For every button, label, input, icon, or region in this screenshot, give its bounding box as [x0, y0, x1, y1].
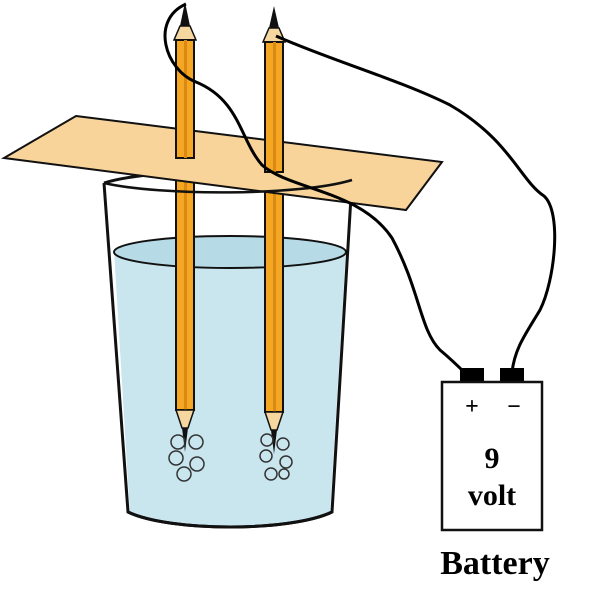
left-bubbles-gas-bubble-icon [168, 434, 205, 482]
bubble [176, 466, 192, 482]
battery-negative-terminal [500, 368, 524, 382]
battery-voltage-unit: volt [468, 479, 516, 512]
battery-voltage-number: 9 [485, 442, 500, 475]
bubble [276, 437, 290, 451]
water-surface [113, 235, 347, 269]
glass-rim-front [103, 178, 353, 194]
battery-body [440, 380, 544, 532]
battery-icon: + − 9 volt [440, 368, 544, 532]
bubble [278, 468, 290, 480]
battery-positive-terminal [460, 368, 484, 382]
right-pencil-graphite-top [269, 6, 279, 28]
bubble [170, 434, 186, 450]
left-pencil-upper-stripe [184, 40, 187, 158]
bubble [264, 467, 278, 481]
bubble [260, 433, 274, 447]
right-bubbles-gas-bubble-icon [259, 433, 293, 481]
bubble [168, 450, 184, 466]
left-pencil-wood-top [172, 25, 198, 41]
wire-negative [275, 34, 557, 373]
glass-bottom [127, 510, 333, 529]
cardboard-holder [0, 114, 444, 212]
right-pencil-upper-stripe [273, 42, 276, 172]
left-pencil-graphite-top [180, 2, 190, 26]
bubble [259, 449, 273, 463]
bubble [189, 456, 205, 472]
right-pencil-graphite-bottom [271, 430, 277, 454]
battery-label: Battery [440, 545, 550, 582]
left-pencil-stripe [184, 40, 187, 410]
bubble [188, 434, 204, 450]
water [114, 250, 346, 528]
bubble [279, 455, 293, 469]
wire-positive [163, 2, 468, 376]
right-pencil-stripe [273, 42, 276, 412]
left-pencil-icon [172, 2, 198, 452]
battery-minus-symbol: − [507, 394, 521, 420]
battery-plus-symbol: + [465, 394, 479, 420]
